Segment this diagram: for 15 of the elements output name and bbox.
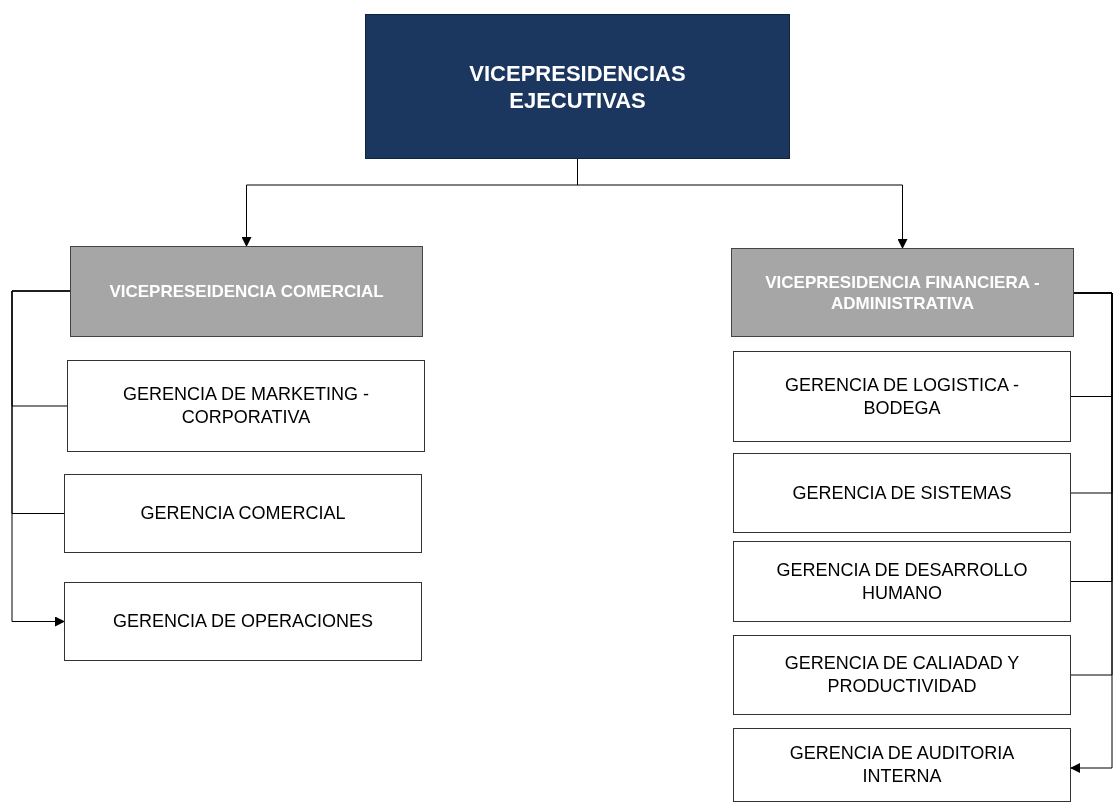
executive-box: VICEPRESIDENCIAS EJECUTIVAS: [365, 14, 790, 159]
department-box: GERENCIA DE OPERACIONES: [64, 582, 422, 661]
department-box: GERENCIA DE LOGISTICA - BODEGA: [733, 351, 1071, 442]
connector-line: [1070, 292, 1113, 773]
connector-line: [1070, 292, 1113, 676]
department-box: GERENCIA DE MARKETING - CORPORATIVA: [67, 360, 425, 452]
department-box: GERENCIA DE SISTEMAS: [733, 453, 1071, 533]
department-box: GERENCIA DE CALIADAD Y PRODUCTIVIDAD: [733, 635, 1071, 715]
connector-line: [11, 290, 71, 514]
department-box: GERENCIA COMERCIAL: [64, 474, 422, 553]
vice-presidency-box: VICEPRESEIDENCIA COMERCIAL: [70, 246, 423, 337]
vice-presidency-box: VICEPRESIDENCIA FINANCIERA - ADMINISTRATIVA: [731, 248, 1074, 337]
connector-line: [11, 290, 71, 627]
department-box: GERENCIA DE AUDITORIA INTERNA: [733, 728, 1071, 802]
department-box: GERENCIA DE DESARROLLO HUMANO: [733, 541, 1071, 622]
